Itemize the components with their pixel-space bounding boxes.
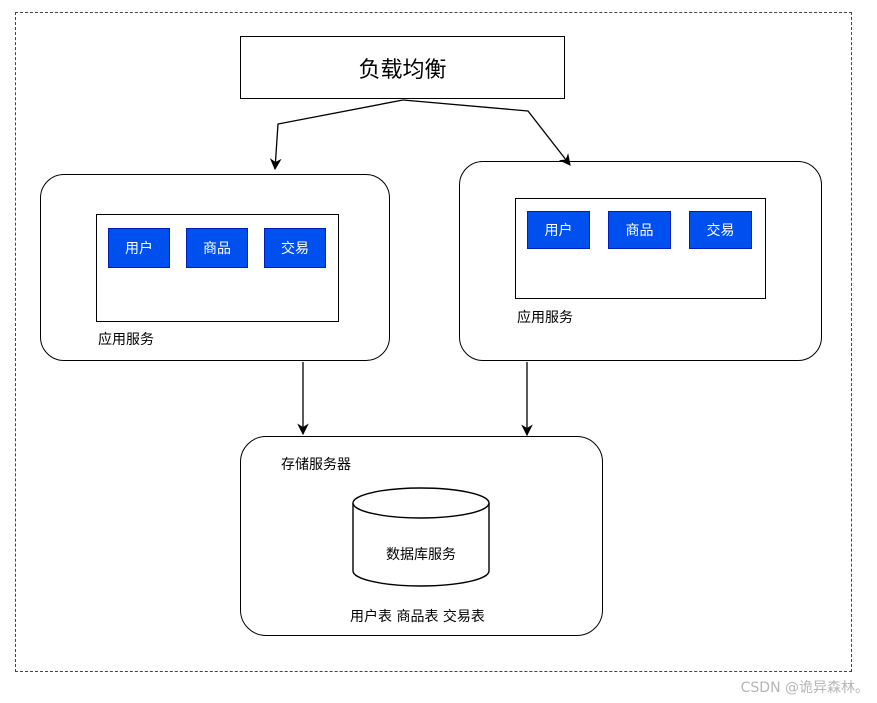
tables-label: 用户表 商品表 交易表 — [350, 609, 485, 625]
app-server-left-label: 应用服务 — [98, 332, 154, 348]
arrow-lb-to-left-app — [269, 99, 404, 171]
storage-server-label: 存储服务器 — [281, 457, 351, 473]
app-server-right-label: 应用服务 — [517, 310, 573, 326]
database-label: 数据库服务 — [386, 547, 456, 563]
arrow-lb-to-right-app — [402, 99, 571, 166]
module-user-left: 用户 — [108, 228, 170, 268]
app-server-right — [459, 161, 822, 361]
module-user-right: 用户 — [527, 211, 590, 249]
diagram-boundary — [15, 12, 852, 672]
watermark: CSDN @诡异森林。 — [740, 680, 869, 696]
load-balancer-box: 负载均衡 — [240, 36, 565, 99]
database-cylinder — [352, 487, 490, 587]
load-balancer-label: 负载均衡 — [358, 57, 447, 83]
module-product-right: 商品 — [608, 211, 671, 249]
module-trade-left: 交易 — [264, 228, 326, 268]
app-server-left — [40, 174, 390, 361]
module-trade-right: 交易 — [689, 211, 752, 249]
module-product-left: 商品 — [186, 228, 248, 268]
storage-server — [240, 436, 603, 636]
